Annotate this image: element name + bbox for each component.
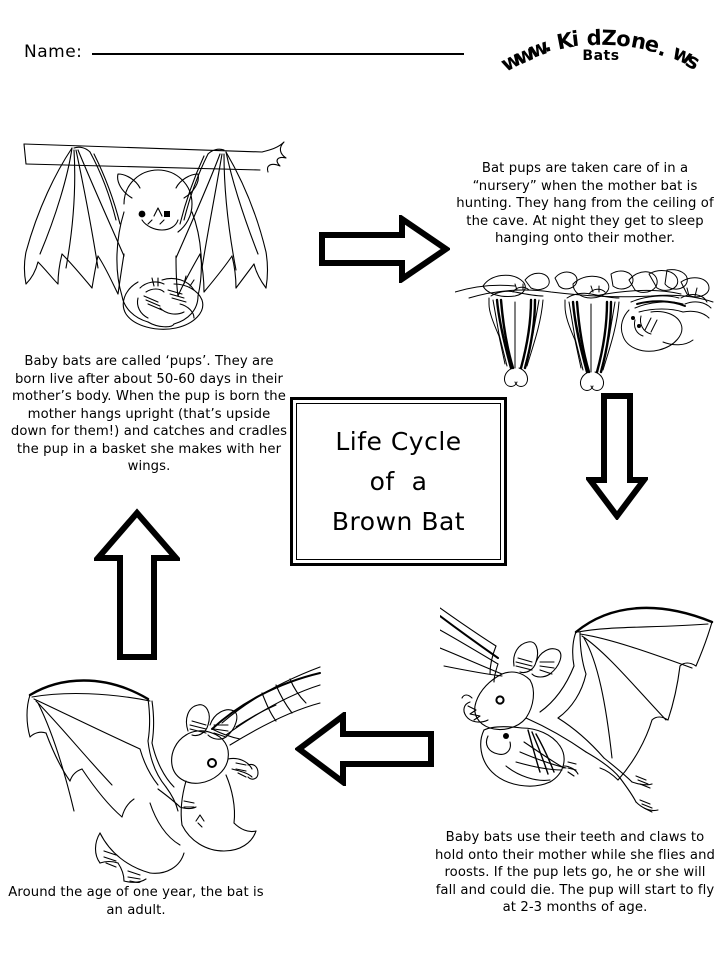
- caption-pups: Baby bats are called ‘pups’. They are bo…: [10, 354, 288, 474]
- logo-subtitle: Bats: [582, 48, 620, 64]
- name-input-line[interactable]: [92, 52, 464, 55]
- bat-flying-adult-illustration: [0, 645, 322, 883]
- caption-nursery: Bat pups are taken care of in a “nursery…: [456, 161, 714, 246]
- arrow-left-icon: [295, 712, 435, 786]
- title-line-1: Life Cycle: [335, 426, 462, 456]
- arrow-up-icon: [94, 508, 180, 662]
- logo-char: d: [586, 25, 603, 51]
- logo-char: i: [570, 26, 581, 52]
- title-line-3: Brown Bat: [331, 506, 466, 536]
- name-field-row: Name:: [24, 42, 464, 62]
- bat-flying-with-pup-illustration: [440, 570, 718, 818]
- bats-nursery-ceiling-illustration: [455, 268, 717, 394]
- bat-hanging-with-pup-illustration: [12, 112, 292, 342]
- name-label: Name:: [24, 42, 83, 62]
- title-line-2: of a: [369, 466, 428, 496]
- caption-clinging: Baby bats use their teeth and claws to h…: [434, 830, 716, 915]
- arrow-down-icon: [586, 392, 648, 520]
- arrow-right-icon: [318, 215, 450, 283]
- title-box-inner-border: Life Cycle of a Brown Bat: [296, 403, 501, 560]
- life-cycle-title-box: Life Cycle of a Brown Bat: [290, 397, 507, 566]
- caption-adult: Around the age of one year, the bat is a…: [8, 885, 264, 918]
